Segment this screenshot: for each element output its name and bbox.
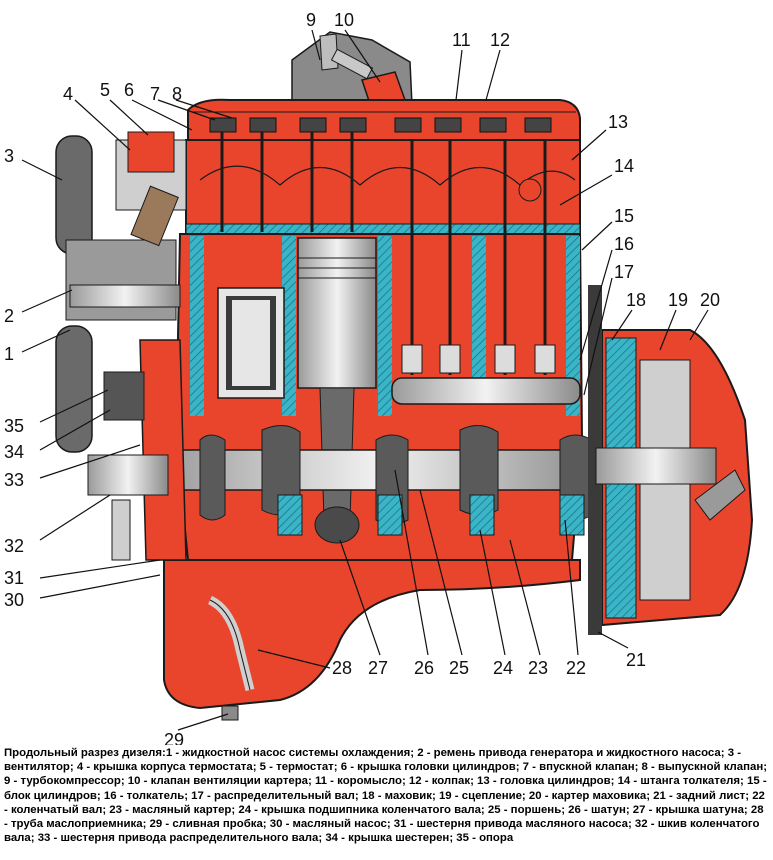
callout-32: 32 <box>4 536 24 556</box>
callout-5: 5 <box>100 80 110 100</box>
callout-29: 29 <box>164 730 184 745</box>
callout-35: 35 <box>4 416 24 436</box>
callout-7: 7 <box>150 84 160 104</box>
callout-22: 22 <box>566 658 586 678</box>
callout-2: 2 <box>4 306 14 326</box>
callout-17: 17 <box>614 262 634 282</box>
cylinder-head-cover <box>187 98 581 141</box>
leader-lines <box>21 29 709 731</box>
callout-12: 12 <box>490 30 510 50</box>
callout-24: 24 <box>493 658 513 678</box>
callout-20: 20 <box>700 290 720 310</box>
callout-11: 11 <box>452 30 471 50</box>
callout-28: 28 <box>332 658 352 678</box>
callout-1: 1 <box>4 344 14 364</box>
callout-31: 31 <box>4 568 24 588</box>
oil-sump <box>163 559 581 721</box>
callout-4: 4 <box>63 84 73 104</box>
thermostat-housing <box>115 131 187 247</box>
callout-10: 10 <box>334 10 354 30</box>
callout-30: 30 <box>4 590 24 610</box>
cooling-fan <box>55 135 181 453</box>
callout-34: 34 <box>4 442 24 462</box>
diagram-caption: Продольный разрез дизеля:1 - жидкостной … <box>4 747 768 845</box>
callout-16: 16 <box>614 234 634 254</box>
callout-33: 33 <box>4 470 24 490</box>
callout-25: 25 <box>449 658 469 678</box>
callout-15: 15 <box>614 206 634 226</box>
callout-9: 9 <box>306 10 316 30</box>
piston-side <box>217 287 285 399</box>
callout-3: 3 <box>4 146 14 166</box>
callout-8: 8 <box>172 84 182 104</box>
callout-19: 19 <box>668 290 688 310</box>
callout-labels: 1 2 3 4 5 6 7 8 9 10 11 12 13 14 15 16 1… <box>4 10 720 745</box>
callout-27: 27 <box>368 658 388 678</box>
callout-14: 14 <box>614 156 634 176</box>
flywheel-housing <box>588 285 754 635</box>
engine-cutaway-diagram: 1 2 3 4 5 6 7 8 9 10 11 12 13 14 15 16 1… <box>4 10 754 745</box>
callout-21: 21 <box>626 650 646 670</box>
callout-18: 18 <box>626 290 646 310</box>
callout-6: 6 <box>124 80 134 100</box>
timing-gear-cover <box>87 339 187 561</box>
callout-13: 13 <box>608 112 628 132</box>
callout-23: 23 <box>528 658 548 678</box>
crankshaft <box>159 425 601 536</box>
callout-26: 26 <box>414 658 434 678</box>
